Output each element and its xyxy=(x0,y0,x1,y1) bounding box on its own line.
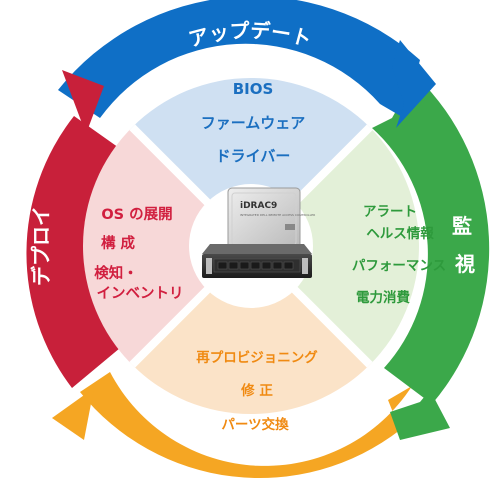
arrow-monitor-head xyxy=(390,390,450,440)
monitor-item-3: パフォーマンス xyxy=(352,258,446,274)
deploy-item-3: 検知・ xyxy=(94,264,138,282)
maintenance-item-3: パーツ交換 xyxy=(221,416,289,433)
update-item-1: BIOS xyxy=(233,80,274,98)
idrac-device: iDRAC9 INTEGRATED DELL REMOTE ACCESS CON… xyxy=(227,187,315,251)
device-sublabel: INTEGRATED DELL REMOTE ACCESS CONTROLLER xyxy=(240,213,315,217)
ring-label-monitor-1: 監 xyxy=(452,214,472,238)
arrow-deploy-head xyxy=(62,70,104,134)
ring-label-monitor-2: 視 xyxy=(454,252,475,276)
monitor-item-1: アラート xyxy=(363,204,417,220)
ring-segment-maintenance xyxy=(80,372,412,479)
device-label: iDRAC9 xyxy=(240,201,277,211)
deploy-item-4: インベントリ xyxy=(97,286,184,302)
server-icon xyxy=(202,244,312,278)
maintenance-item-2: 修 正 xyxy=(240,382,273,399)
arrow-update-head xyxy=(392,40,436,128)
deploy-item-1: OS の展開 xyxy=(101,206,172,223)
update-item-3: ドライバー xyxy=(216,147,291,165)
ring-segment-update xyxy=(58,0,420,118)
arrow-maintenance-head xyxy=(52,388,94,440)
maintenance-item-1: 再プロビジョニング xyxy=(196,349,318,366)
monitor-item-4: 電力消費 xyxy=(356,289,410,306)
ring-segment-monitor xyxy=(372,76,490,404)
deploy-item-2: 構 成 xyxy=(101,234,136,252)
ring-label-deploy: デプロイ xyxy=(29,206,53,286)
update-item-2: ファームウェア xyxy=(201,114,306,132)
monitor-item-2: ヘルス情報 xyxy=(366,225,434,242)
